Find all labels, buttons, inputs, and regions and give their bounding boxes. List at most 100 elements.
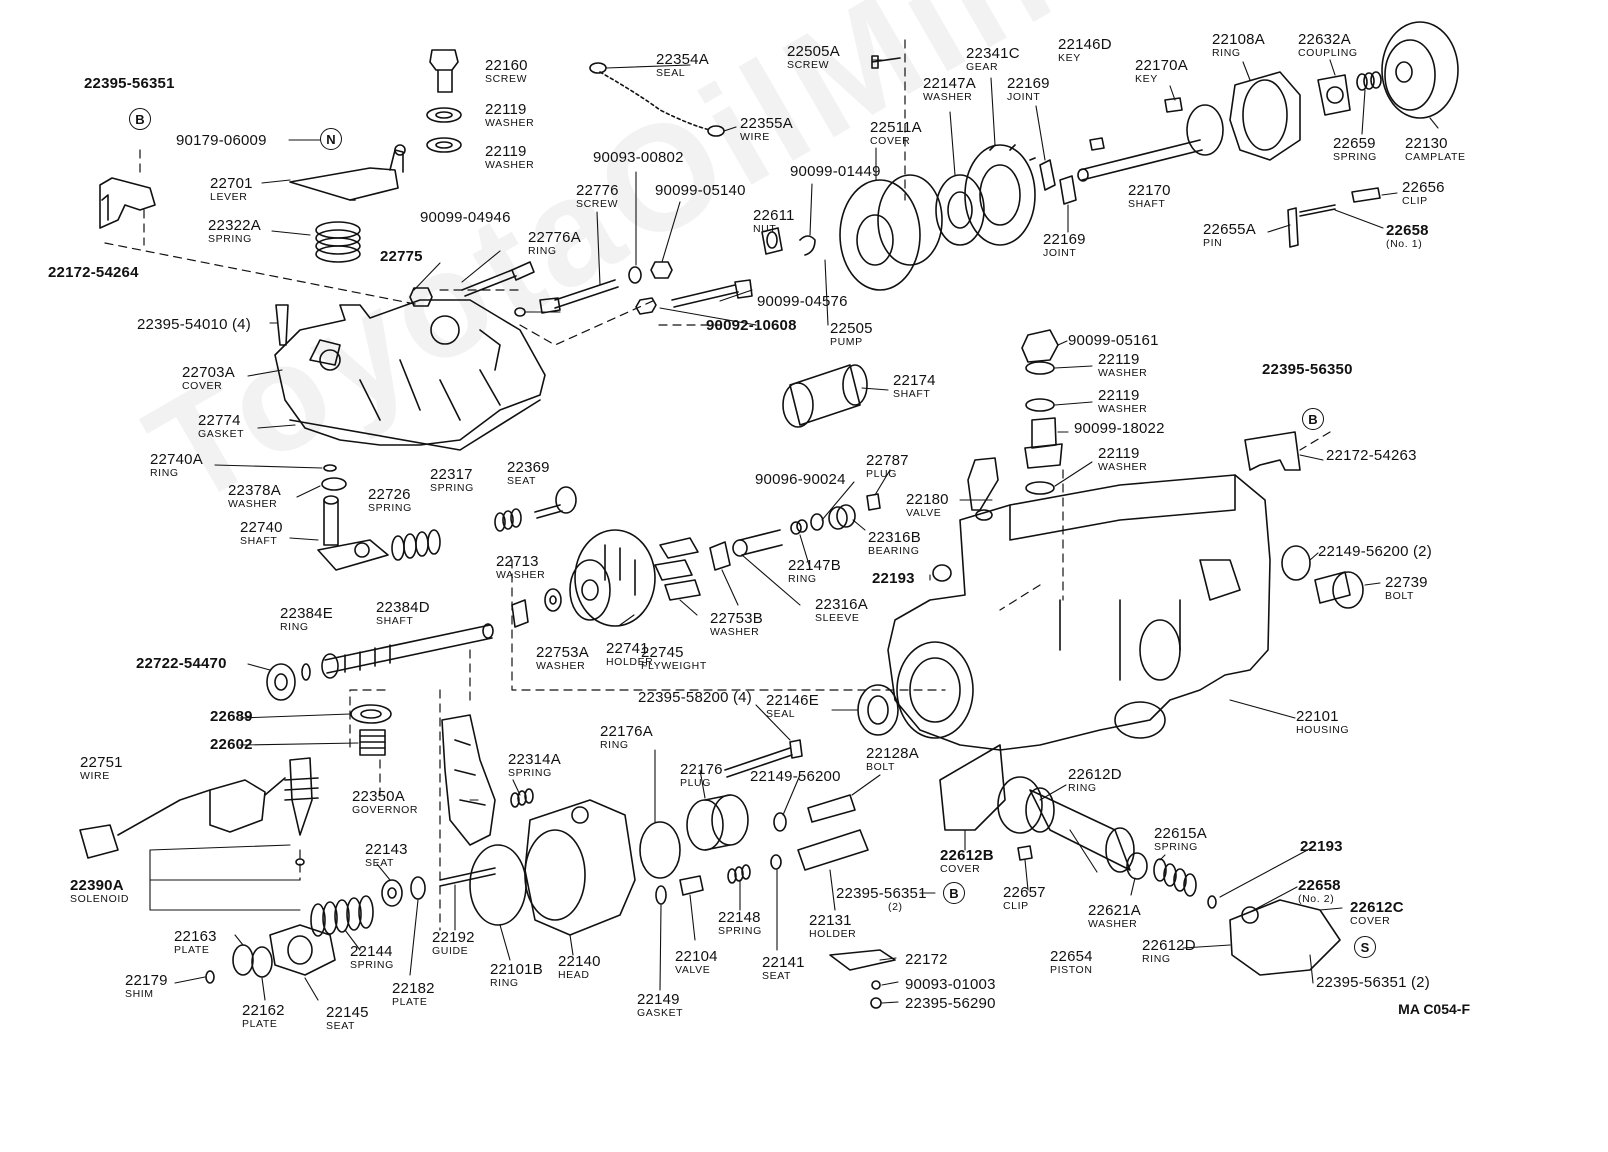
washer-22753B [709, 541, 731, 571]
distributor-head-22140 [524, 799, 636, 936]
ring-22689 [350, 704, 392, 724]
washer-22621A [1126, 852, 1148, 880]
screw-22505A [871, 55, 901, 69]
bracket-22172 [829, 949, 896, 971]
label-22658-no1: 22658(No. 1) [1386, 222, 1429, 250]
label-90099-04946: 90099-04946 [420, 209, 511, 226]
label-22689: 22689 [210, 708, 253, 725]
ring-22149-56200-2 [1281, 545, 1311, 581]
bolt-22739 [1314, 571, 1364, 609]
bracket-22172-54264 [99, 177, 156, 229]
label-22395-56351-top: 22395-56351 [84, 75, 175, 92]
washer-22753A [544, 588, 562, 612]
solenoid-22390A [284, 757, 319, 866]
washer-22119-b [426, 137, 462, 153]
ring-22101B [469, 844, 527, 926]
holder-22131 [797, 829, 869, 871]
nut-22611 [761, 227, 783, 255]
nut-90093-00802 [628, 266, 642, 284]
shaft-22174 [782, 364, 868, 428]
plate-22163 [232, 944, 254, 976]
spring-22322A [315, 221, 361, 263]
gasket-22149 [655, 885, 667, 905]
label-22395-56351-bot: 22395-56351 (2) [1316, 974, 1430, 991]
joint-22169-b [1059, 175, 1077, 205]
seal-22354A [589, 62, 607, 74]
diagram-code: MA C054-F [1398, 1001, 1470, 1017]
ring-22740A [323, 464, 337, 472]
ref-mark-n: N [320, 128, 342, 150]
label-22193-a: 22193 [872, 570, 915, 587]
leader-lines [149, 59, 1439, 1004]
guide-22192 [439, 867, 496, 887]
bolt-22395-54010 [275, 304, 289, 346]
label-90096-90024: 90096-90024 [755, 471, 846, 488]
pin-22655A [1287, 207, 1299, 248]
nut-90092-10608 [635, 297, 657, 315]
seat-22143 [381, 879, 403, 907]
spring-22615A [1153, 858, 1197, 897]
spring-22659 [1356, 71, 1382, 91]
bolt-22395-58200 [724, 739, 803, 778]
label-90099-05140: 90099-05140 [655, 182, 746, 199]
plate-22182 [410, 876, 426, 900]
clip-22656 [1351, 187, 1381, 203]
washer-90099-01449 [799, 235, 816, 256]
pump-housing-22101 [887, 474, 1271, 751]
label-22149-56200: 22149-56200 [750, 768, 841, 785]
washer-22713 [511, 599, 529, 628]
spring-22314A [510, 788, 534, 808]
wire-22355A [599, 71, 711, 131]
ref-mark-b-mid: B [943, 882, 965, 904]
screw-22776 [539, 279, 619, 314]
washer-90093-01003 [871, 980, 881, 990]
washer-22147A [935, 174, 985, 246]
label-22775: 22775 [380, 248, 423, 265]
shaft-22740 [317, 495, 389, 571]
pump-cover-22511A [839, 174, 943, 291]
label-90099-18022: 90099-18022 [1074, 420, 1165, 437]
washer-22119-a [426, 107, 462, 123]
flyweight-22745 [654, 537, 701, 601]
fitting-90099-18022 [1024, 417, 1063, 469]
bracket-22172-54263 [1244, 431, 1301, 471]
bolt-90099-04576 [671, 284, 739, 308]
label-22193-b: 22193 [1300, 838, 1343, 855]
label-22172-54263: 22172-54263 [1326, 447, 1417, 464]
